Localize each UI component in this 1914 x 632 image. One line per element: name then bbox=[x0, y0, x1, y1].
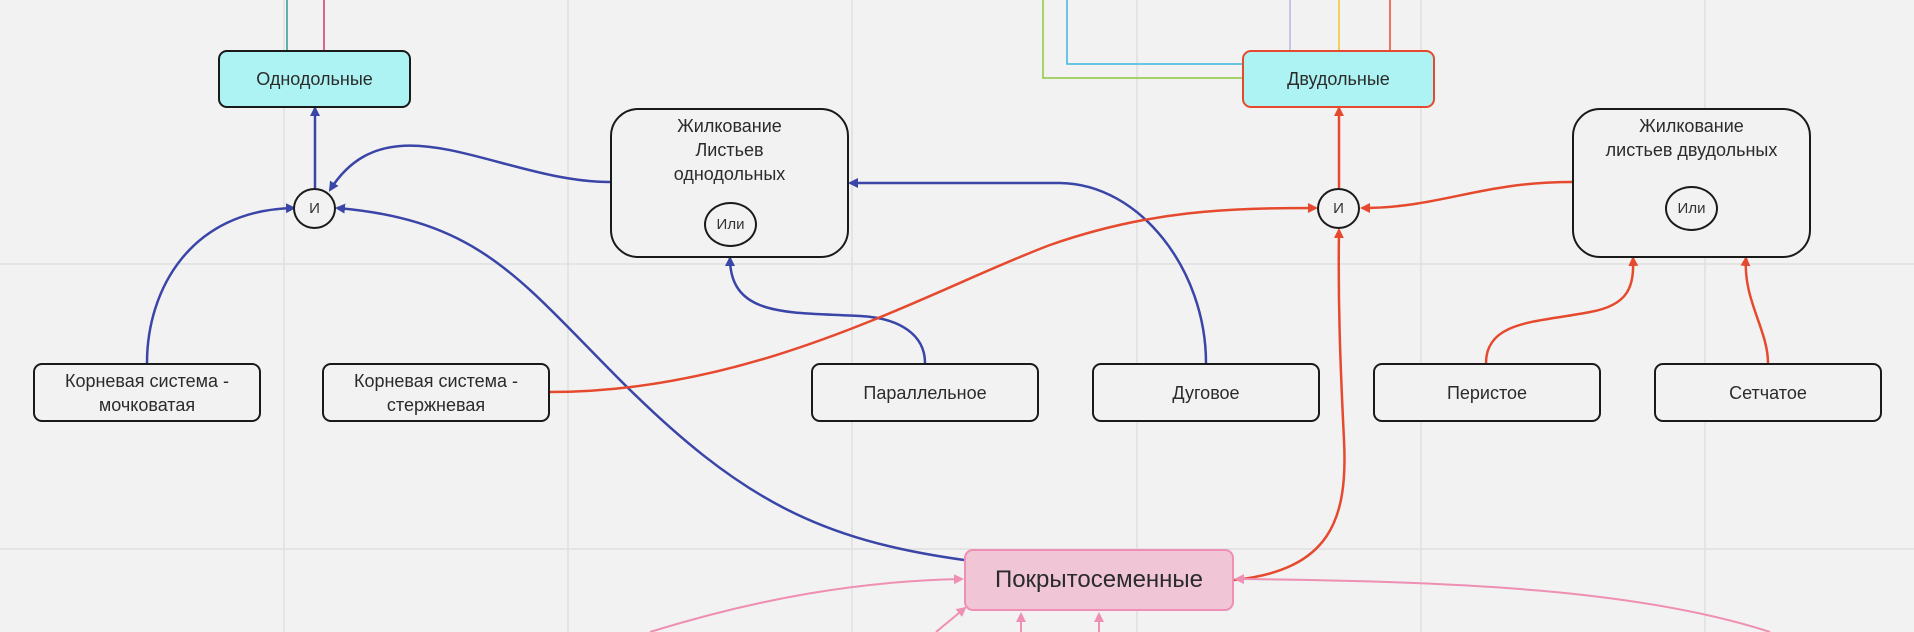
dicot-venation-line-2: листьев двудольных bbox=[1605, 140, 1778, 160]
arcuate-label: Дуговое bbox=[1172, 382, 1240, 403]
connector-top-green bbox=[1042, 0, 1242, 79]
monocot-venation-line-2: Листьев bbox=[695, 140, 764, 160]
or-gate-left[interactable]: Или bbox=[704, 202, 757, 247]
monocot-venation-node[interactable]: Жилкование Листьев однодольных bbox=[610, 108, 849, 258]
monocots-label: Однодольные bbox=[256, 69, 373, 89]
and-gate-right-label: И bbox=[1333, 200, 1344, 217]
connector-angiosperms-to-and-left bbox=[335, 203, 965, 562]
connector-pinnate-to-dicot-venation bbox=[1484, 256, 1639, 364]
angiosperms-node[interactable]: Покрытосеменные bbox=[964, 549, 1234, 611]
connector-dicot-venation-to-and bbox=[1360, 180, 1573, 213]
connector-pink-diagonal bbox=[935, 606, 967, 632]
tap-root-line-1: Корневая система - bbox=[353, 370, 519, 391]
monocot-venation-line-3: однодольных bbox=[673, 164, 786, 184]
connector-parallel-to-mono-venation bbox=[725, 256, 927, 364]
and-gate-left[interactable]: И bbox=[293, 188, 336, 229]
arcuate-node[interactable]: Дуговое bbox=[1092, 363, 1320, 422]
monocots-node[interactable]: Однодольные bbox=[218, 50, 411, 108]
connector-arcuate-to-mono-venation bbox=[848, 178, 1208, 364]
connector-mono-venation-to-and bbox=[328, 144, 611, 192]
fibrous-root-node[interactable]: Корневая система - мочковатая bbox=[33, 363, 261, 422]
connector-taproot-to-and bbox=[549, 203, 1318, 394]
monocot-venation-line-1: Жилкование bbox=[677, 116, 782, 136]
connector-pink-right-curve bbox=[1234, 574, 1771, 632]
and-gate-left-label: И bbox=[309, 200, 320, 217]
dicot-venation-node[interactable]: Жилкование листьев двудольных bbox=[1572, 108, 1811, 258]
connector-reticulate-to-dicot-venation bbox=[1740, 256, 1770, 364]
connector-pink-left-curve bbox=[649, 574, 964, 632]
dicots-label: Двудольные bbox=[1287, 69, 1390, 89]
pinnate-node[interactable]: Перистое bbox=[1373, 363, 1601, 422]
connector-angiosperms-to-and-right bbox=[1233, 228, 1346, 582]
or-gate-left-label: Или bbox=[716, 216, 745, 233]
tap-root-line-2: стержневая bbox=[386, 394, 486, 415]
reticulate-node[interactable]: Сетчатое bbox=[1654, 363, 1882, 422]
tap-root-node[interactable]: Корневая система - стержневая bbox=[322, 363, 550, 422]
or-gate-right-label: Или bbox=[1677, 200, 1706, 217]
connector-fibrous-to-and bbox=[145, 203, 296, 364]
and-gate-right[interactable]: И bbox=[1317, 188, 1360, 229]
or-gate-right[interactable]: Или bbox=[1665, 186, 1718, 231]
parallel-label: Параллельное bbox=[863, 382, 987, 403]
fibrous-root-line-1: Корневая система - bbox=[64, 370, 230, 391]
connector-top-cyan bbox=[1066, 0, 1242, 65]
dicot-venation-line-1: Жилкование bbox=[1639, 116, 1744, 136]
dicots-node[interactable]: Двудольные bbox=[1242, 50, 1435, 108]
fibrous-root-line-2: мочковатая bbox=[98, 394, 196, 415]
reticulate-label: Сетчатое bbox=[1729, 382, 1807, 403]
parallel-node[interactable]: Параллельное bbox=[811, 363, 1039, 422]
pinnate-label: Перистое bbox=[1446, 382, 1528, 403]
angiosperms-label: Покрытосеменные bbox=[994, 566, 1204, 593]
